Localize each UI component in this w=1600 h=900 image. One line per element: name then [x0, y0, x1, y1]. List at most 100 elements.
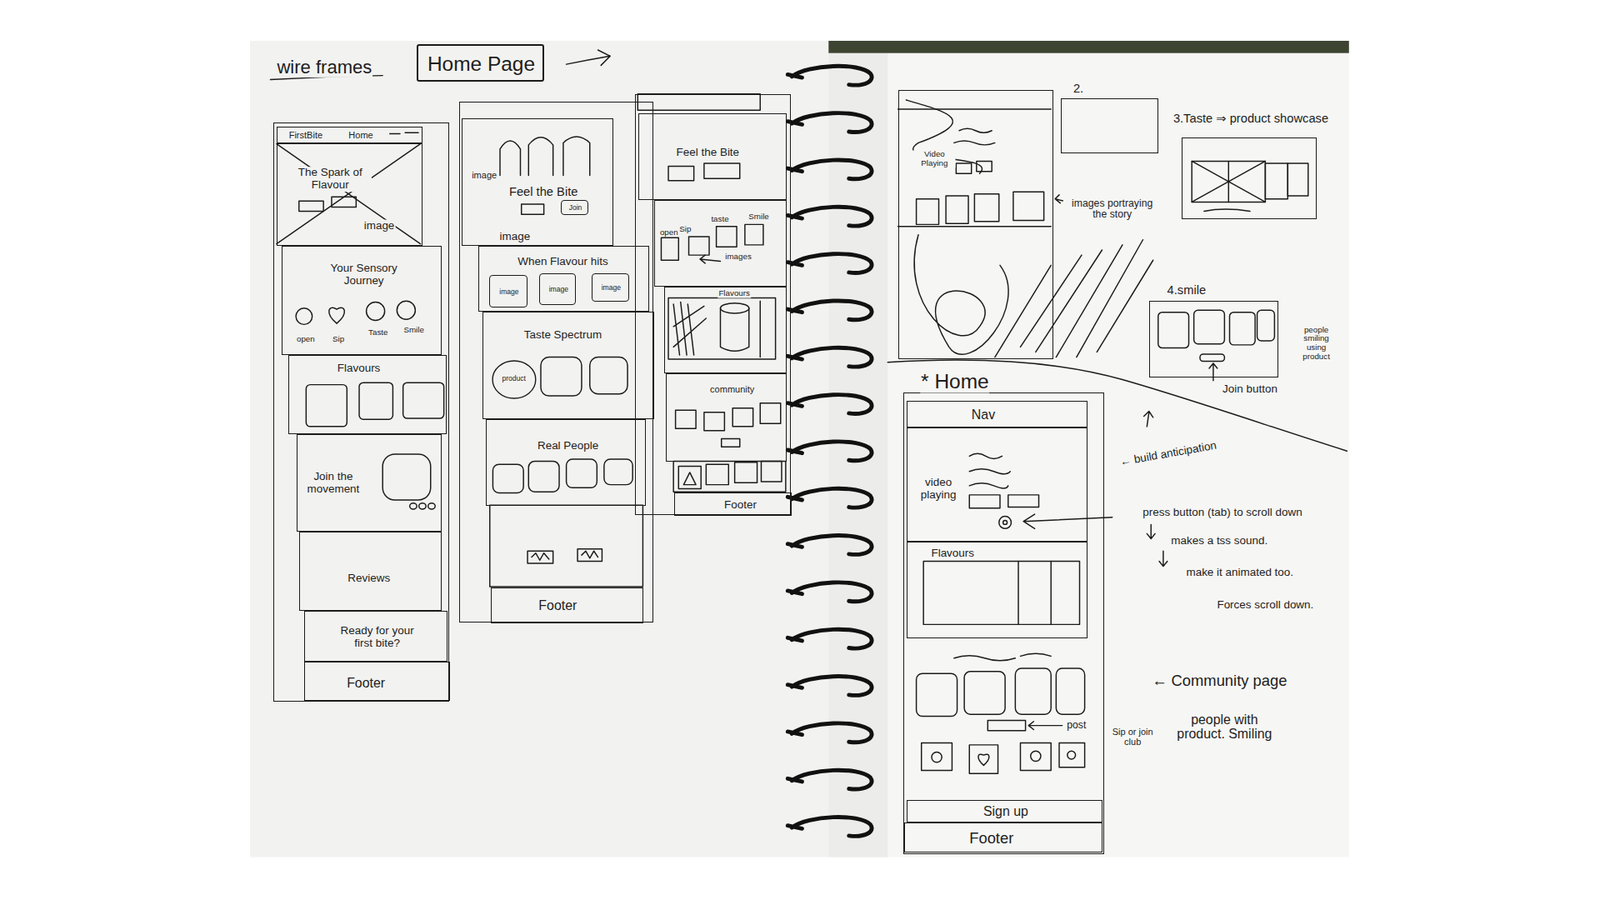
- pen-sketch: [954, 653, 1051, 661]
- pen-sketch: [295, 308, 313, 325]
- pen-sketch: [954, 128, 995, 145]
- spiral-binding: [787, 629, 872, 649]
- sketch-text: community: [709, 384, 755, 395]
- wireframe-section: community: [665, 373, 786, 463]
- pen-sketch: [637, 94, 760, 111]
- pen-sketch: [720, 303, 749, 314]
- pen-sketch: [745, 224, 764, 245]
- pen-sketch: [1013, 191, 1045, 220]
- pen-sketch: [673, 460, 786, 492]
- pen-sketch: [969, 745, 998, 774]
- wireframe-section: Real People: [485, 419, 646, 506]
- wireframe-section: Feel the Bite: [638, 113, 787, 200]
- sketch-text: Feel the Bite: [675, 146, 741, 160]
- sketch-text: image: [600, 284, 622, 292]
- sketch-text: video playing: [915, 476, 963, 502]
- pen-sketch: [403, 382, 445, 419]
- wireframe-section: imageFeel the BiteimageJoin: [461, 118, 613, 246]
- sketch-text: image: [548, 285, 570, 294]
- sketch-text: Your Sensory Journey: [317, 262, 411, 288]
- pen-sketch: [492, 464, 524, 493]
- annotation-text: people with product. Smiling: [1175, 711, 1274, 741]
- pen-sketch: [500, 136, 590, 176]
- wireframe-section: Your Sensory JourneyopenSipTasteSmile: [281, 245, 442, 355]
- spiral-binding: [787, 160, 872, 180]
- pen-sketch: [419, 503, 427, 510]
- pen-sketch: [704, 163, 740, 179]
- wireframe-section: Flavours: [288, 355, 447, 435]
- sketch-text: images: [724, 252, 753, 262]
- pen-sketch: [923, 560, 1080, 625]
- pen-sketch: [916, 199, 940, 225]
- wireframe-section: Flavours: [906, 541, 1088, 639]
- sketch-text: * Home: [920, 370, 990, 393]
- pen-sketch: [390, 132, 419, 134]
- sketch-text: Nav: [970, 407, 996, 423]
- pen-sketch: [704, 412, 725, 431]
- sketch-text: Real People: [536, 439, 600, 452]
- spiral-binding: [787, 254, 872, 274]
- annotation-text: Sip or join club: [1107, 726, 1159, 747]
- pen-sketch: [1020, 742, 1051, 770]
- annotation-text: people smiling using product: [1292, 325, 1340, 362]
- wireframe-section: Reviews: [299, 531, 442, 612]
- pen-sketch: [705, 464, 729, 485]
- pen-sketch: [760, 460, 781, 481]
- sketch-text: Flavours: [336, 361, 382, 375]
- spiral-binding: [787, 206, 872, 226]
- wireframe-section: FirstBiteHome: [276, 126, 423, 145]
- pen-sketch: [931, 751, 942, 762]
- placeholder-box: Join: [560, 200, 589, 215]
- annotation-text: press button (tab) to scroll down: [1135, 505, 1310, 519]
- pen-sketch: [1015, 668, 1051, 715]
- pen-sketch: [716, 226, 737, 247]
- sketch-text: Feel the Bite: [508, 185, 579, 199]
- spiral-binding: [787, 347, 872, 367]
- pen-sketch: [678, 466, 701, 490]
- sketch-text: Sign up: [982, 804, 1030, 820]
- pen-sketch: [921, 742, 953, 770]
- annotation-text: ← Community page: [1150, 672, 1288, 690]
- pen-sketch: [1287, 163, 1308, 196]
- pen-sketch: [1159, 550, 1168, 566]
- sketch-text: image: [498, 288, 520, 296]
- pen-sketch: [1028, 721, 1062, 730]
- pen-sketch: [945, 195, 969, 224]
- pen-sketch: [969, 453, 1010, 489]
- pen-sketch: [898, 109, 1052, 227]
- pen-sketch: [590, 357, 628, 395]
- pen-sketch: [382, 454, 431, 500]
- wireframe-section: Flavours: [664, 286, 787, 374]
- pen-sketch: [1067, 750, 1076, 760]
- pen-sketch: [331, 196, 356, 207]
- pen-sketch: [660, 237, 679, 260]
- spiral-binding: [787, 395, 872, 415]
- sketch-text: open: [659, 227, 680, 237]
- wireframe-frame: FirstBiteHomeThe Spark of FlavourimageYo…: [273, 122, 450, 703]
- annotation-text: wire frames: [275, 57, 373, 78]
- wireframe-section: Nav: [906, 400, 1088, 428]
- paper-page: [828, 40, 1349, 54]
- sketch-text: 4.smile: [1166, 282, 1208, 296]
- spiral-binding: [787, 300, 872, 320]
- pen-sketch: [1191, 160, 1265, 202]
- pen-sketch: [1055, 668, 1085, 715]
- pen-sketch: [700, 255, 720, 264]
- pen-sketch: [1230, 312, 1256, 345]
- sketch-text: product: [500, 375, 527, 383]
- pen-sketch: [668, 166, 695, 181]
- pen-sketch: [1144, 410, 1154, 426]
- pen-sketch: [604, 459, 633, 485]
- annotation-text: post: [1065, 720, 1087, 731]
- pen-sketch: [1059, 742, 1085, 767]
- pen-sketch: [1204, 209, 1250, 211]
- sketch-text: Taste: [367, 327, 389, 337]
- pen-sketch: [1023, 514, 1113, 529]
- wireframe-section: The Spark of Flavourimage: [276, 143, 423, 245]
- pen-sketch: [566, 50, 611, 65]
- spiral-binding: [787, 817, 872, 837]
- sketch-text: Footer: [723, 498, 758, 511]
- wireframe-frame: * HomeNavvideo playingFlavoursSign upFoo…: [903, 392, 1105, 854]
- sketch-text: Taste Spectrum: [523, 329, 603, 342]
